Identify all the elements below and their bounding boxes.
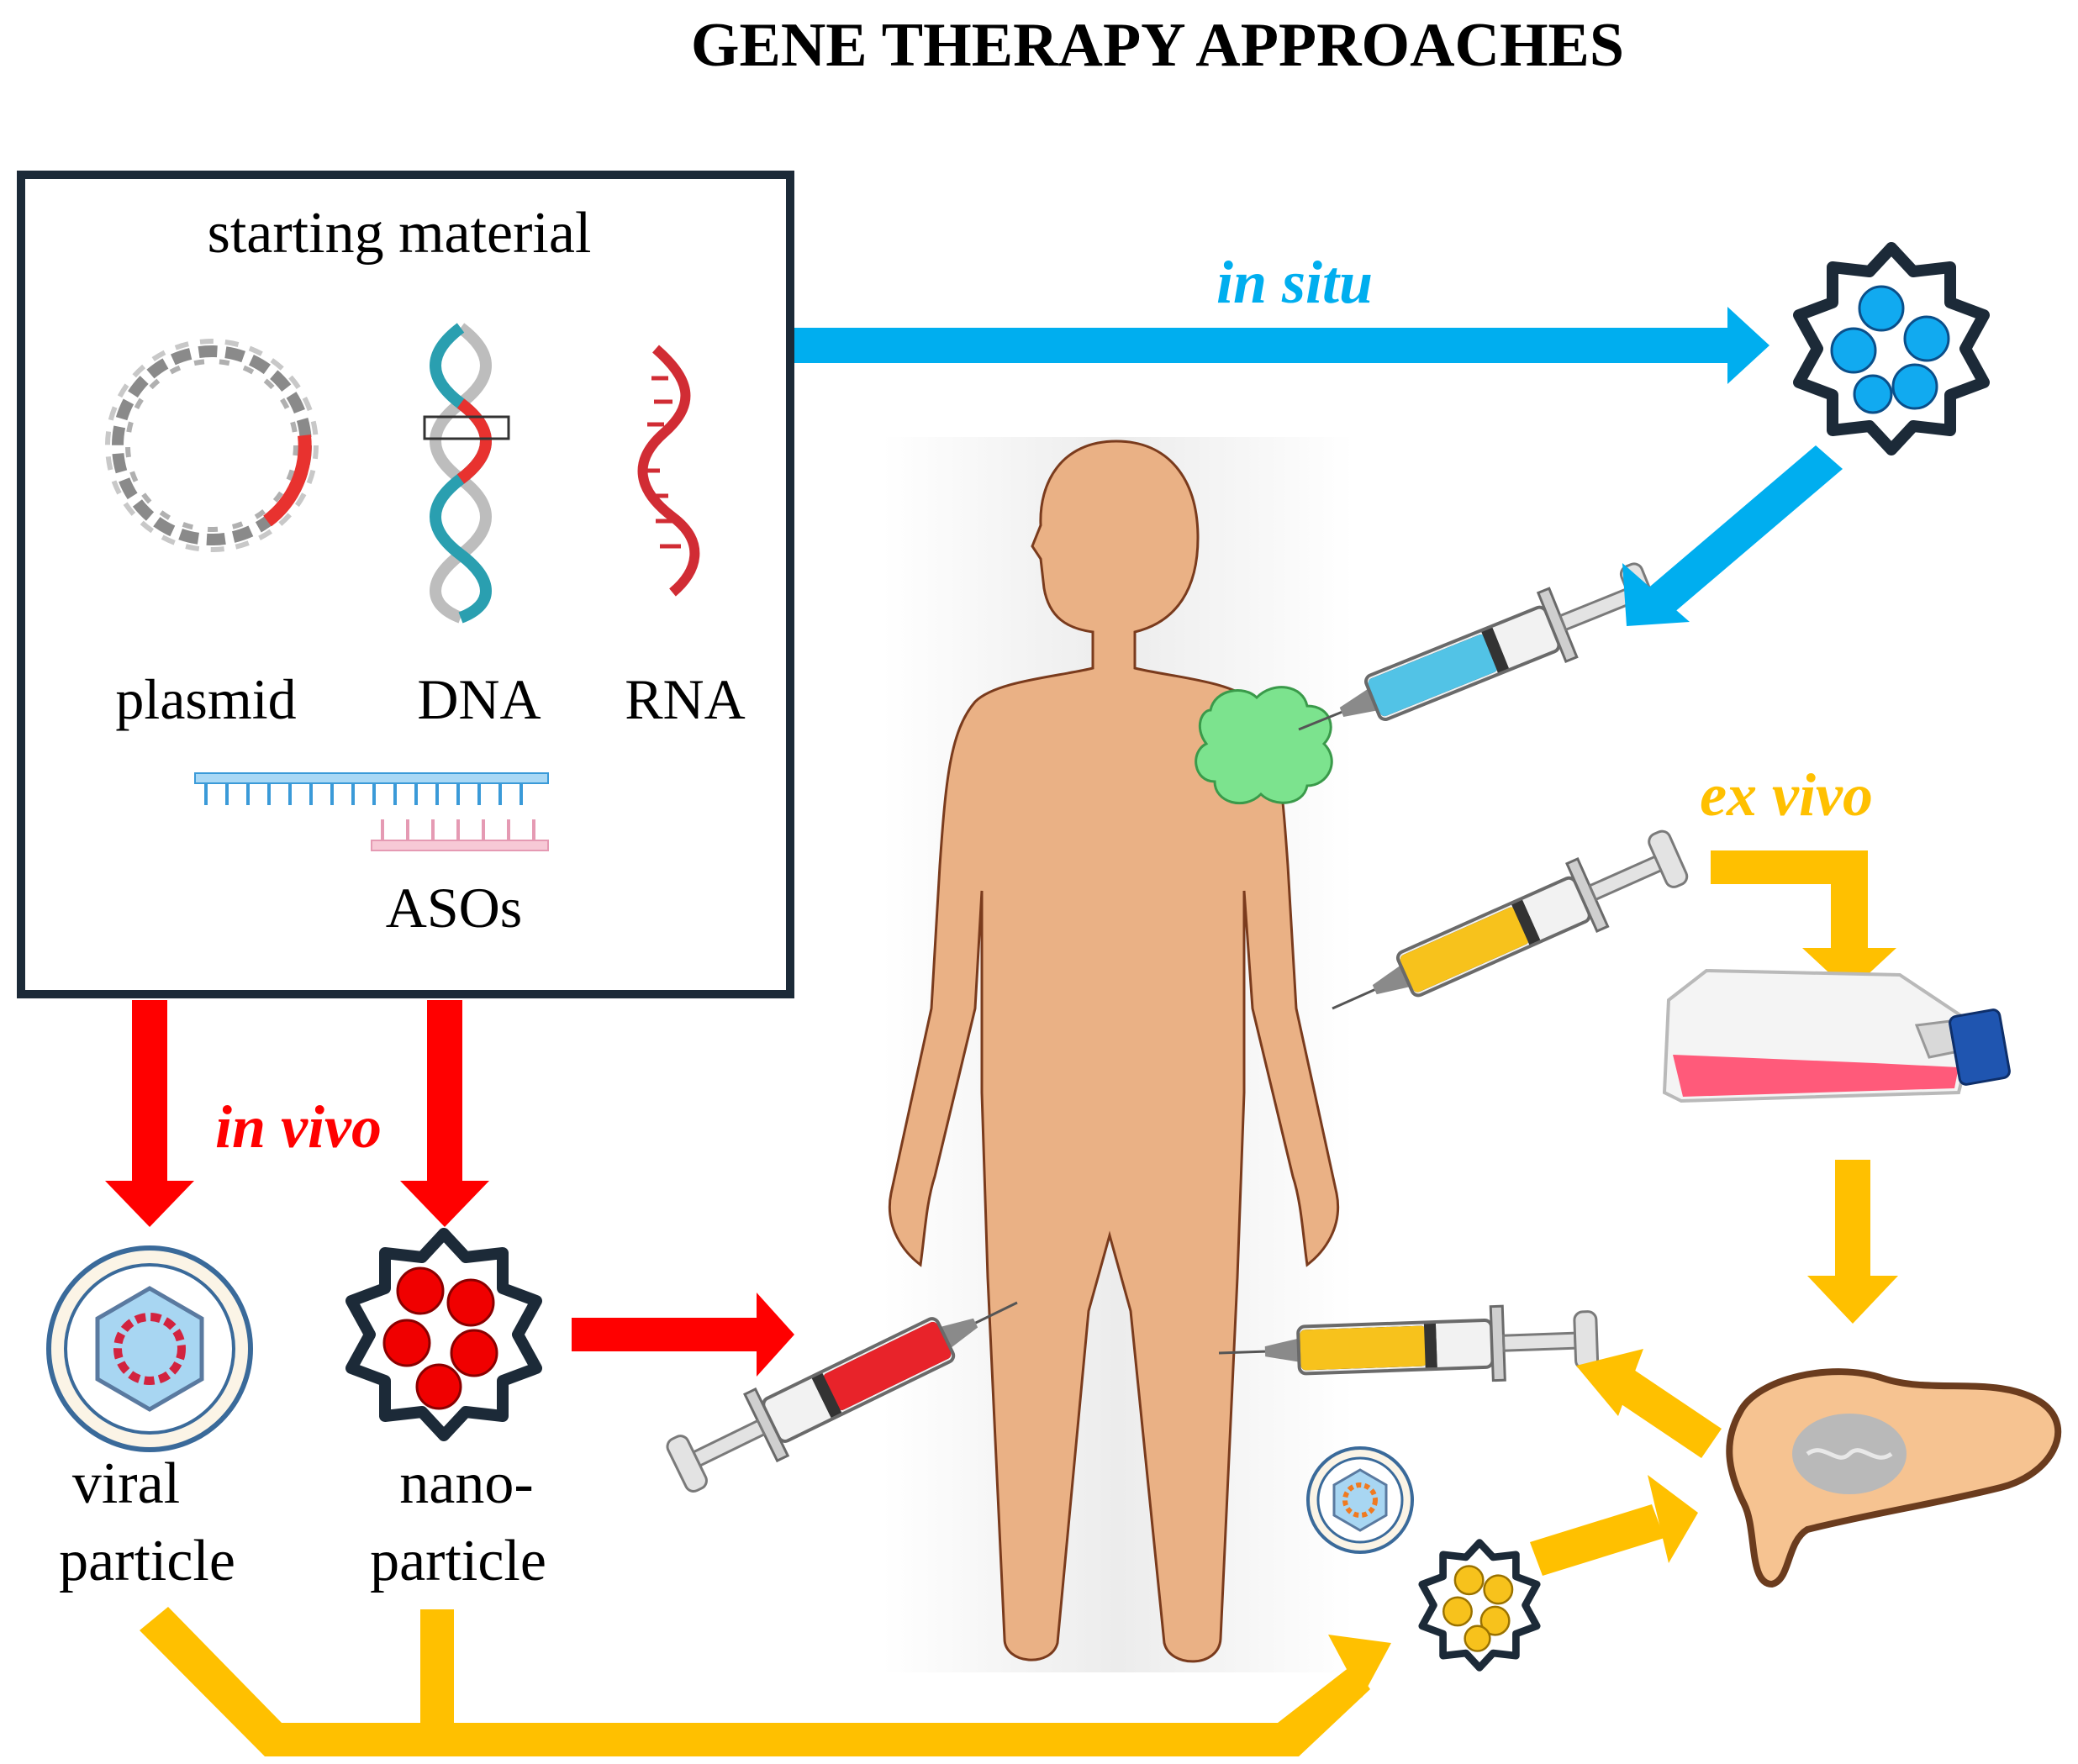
cell-icon (1726, 1368, 2062, 1588)
nanoparticle-icon (1422, 1543, 1537, 1668)
ex-vivo-down-arrow (1807, 1160, 1898, 1324)
aso-icon (194, 772, 549, 851)
tumor-icon (1195, 686, 1333, 805)
rna-strand-icon (637, 345, 700, 597)
syringe-icon (1217, 1303, 1598, 1390)
starting-material-box (17, 171, 794, 998)
nanoparticle-icon (351, 1234, 536, 1435)
plasmid-label: plasmid (115, 667, 296, 731)
viral-particle-label-2: particle (59, 1529, 235, 1593)
nanoparticle-label-1: nano- (399, 1451, 533, 1516)
dna-label: DNA (417, 667, 541, 731)
viral-particle-icon (46, 1245, 253, 1452)
plasmid-icon (105, 339, 319, 552)
in-vivo-arrow-left (105, 1000, 194, 1227)
ex-vivo-label: ex vivo (1700, 761, 1873, 829)
in-vivo-arrow-right (400, 1000, 489, 1227)
cell-to-body-arrow (1576, 1349, 1722, 1458)
syringe-icon (661, 1269, 1033, 1501)
nanoparticle-icon (1799, 248, 1984, 450)
nanoparticle-label-2: particle (370, 1529, 546, 1593)
viral-particle-icon (1306, 1446, 1414, 1554)
dna-helix-icon (423, 323, 510, 624)
starting-material-heading: starting material (208, 201, 592, 266)
in-situ-diagonal-arrow (1622, 445, 1843, 626)
in-vivo-body-arrow (572, 1293, 794, 1377)
bottom-return-arrow (140, 1475, 1698, 1756)
diagram-title: GENE THERAPY APPROACHES (691, 11, 1624, 80)
rna-label: RNA (625, 667, 746, 731)
in-situ-arrow (794, 307, 1769, 384)
viral-particle-label-1: viral (72, 1451, 180, 1516)
aso-label: ASOs (386, 876, 523, 940)
in-situ-label: in situ (1216, 249, 1373, 316)
syringe-icon (1283, 551, 1665, 766)
ex-vivo-elbow-arrow (1711, 850, 1896, 992)
syringe-icon (1316, 819, 1695, 1045)
in-vivo-label: in vivo (215, 1093, 382, 1161)
cell-culture-flask-icon (1662, 968, 2011, 1103)
